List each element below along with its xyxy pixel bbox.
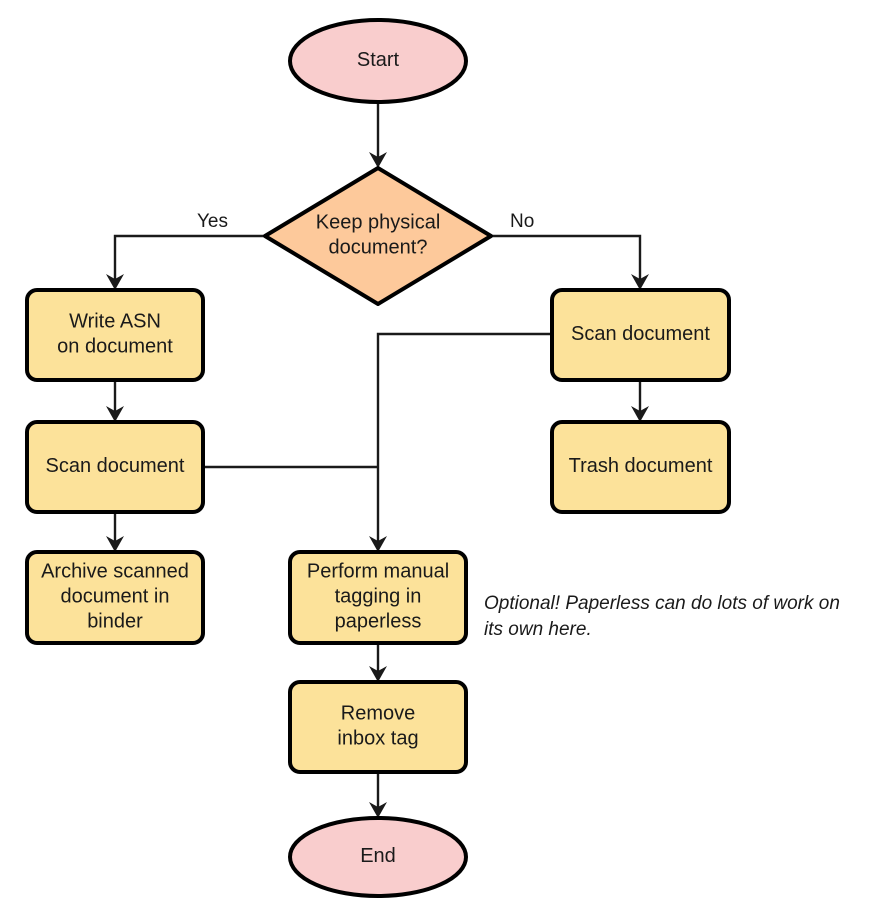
- edge-arrowhead: [106, 274, 124, 290]
- edge-path: [113, 234, 265, 284]
- edge-scanright-to-trash: [631, 380, 649, 422]
- node-label: Trash document: [569, 455, 713, 477]
- node-label: Scan document: [46, 455, 185, 477]
- node-scanleft[interactable]: Scan document: [25, 420, 205, 514]
- edge-arrowhead: [369, 802, 387, 818]
- edge-start-to-decision: [369, 102, 387, 168]
- edge-decision-no-scanright: No: [491, 211, 649, 290]
- edge-arrowhead: [106, 406, 124, 422]
- process-shape: [25, 420, 205, 514]
- process-shape: [25, 288, 205, 382]
- annotation-optional-note: Optional! Paperless can do lots of work …: [484, 593, 840, 640]
- edge-writeasn-to-scanleft: [106, 380, 124, 422]
- node-end[interactable]: End: [288, 816, 468, 898]
- edge-arrowhead: [631, 406, 649, 422]
- edge-path: [376, 332, 552, 546]
- edge-arrowhead: [106, 536, 124, 552]
- edge-scanright-to-tagging: [369, 332, 552, 552]
- edge-arrowhead: [369, 536, 387, 552]
- decision-shape: [263, 166, 493, 306]
- edges-layer: Yes No: [106, 102, 649, 818]
- terminator-shape: [288, 18, 468, 104]
- edge-tagging-to-removetag: [369, 643, 387, 682]
- process-shape: [288, 680, 468, 774]
- node-scanright[interactable]: Scan document: [550, 288, 731, 382]
- edge-label-yes: Yes: [197, 211, 228, 232]
- edge-arrowhead: [631, 274, 649, 290]
- node-label: End: [360, 845, 396, 867]
- node-label: Scan document: [571, 323, 710, 345]
- process-shape: [550, 288, 731, 382]
- process-shape: [25, 550, 205, 645]
- process-shape: [550, 420, 731, 514]
- node-label: Start: [357, 49, 400, 71]
- edge-path: [491, 234, 642, 284]
- edge-arrowhead: [369, 152, 387, 168]
- node-trash[interactable]: Trash document: [550, 420, 731, 514]
- edge-arrowhead: [369, 666, 387, 682]
- edge-label-no: No: [510, 211, 534, 232]
- terminator-shape: [288, 816, 468, 898]
- process-shape: [288, 550, 468, 645]
- edge-scanleft-to-archive: [106, 512, 124, 552]
- edge-decision-yes-writeasn: Yes: [106, 211, 265, 290]
- edge-removetag-to-end: [369, 772, 387, 818]
- annotations-layer: Optional! Paperless can do lots of work …: [484, 593, 840, 640]
- node-start[interactable]: Start: [288, 18, 468, 104]
